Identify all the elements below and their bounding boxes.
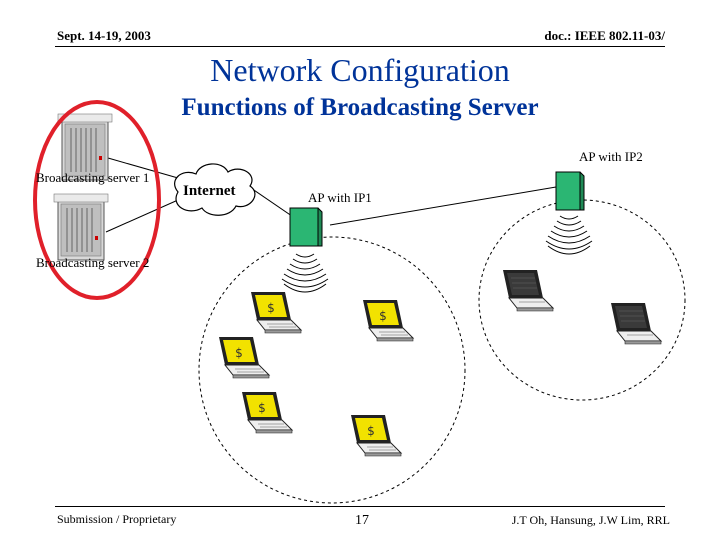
ap2-coverage-area (478, 199, 686, 401)
ap1-signal-waves (281, 253, 329, 293)
header-doc-id: doc.: IEEE 802.11-03/ (544, 28, 665, 43)
page-number: 17 (355, 513, 369, 528)
ap2-signal-waves (545, 215, 593, 255)
laptop-other-icon (610, 302, 662, 345)
ap2-link (329, 186, 557, 226)
server1-label: Broadcasting server 1 (36, 170, 150, 185)
ap1-label: AP with IP1 (308, 190, 372, 205)
internet-cloud-icon (174, 163, 256, 216)
footer-rule (55, 506, 665, 507)
laptop-client-icon (250, 291, 302, 334)
header-rule (55, 46, 665, 47)
laptop-other-icon (502, 269, 554, 312)
server2-link (105, 199, 179, 233)
ap2-access-point-icon (555, 171, 585, 211)
laptop-client-icon (241, 391, 293, 434)
ap1-access-point-icon (289, 207, 323, 247)
laptop-client-icon (350, 414, 402, 457)
header-date: Sept. 14-19, 2003 (57, 28, 151, 43)
footer-left: Submission / Proprietary (57, 512, 177, 526)
servers-highlight (33, 100, 161, 300)
laptop-client-icon (218, 336, 270, 379)
footer-right: J.T Oh, Hansung, J.W Lim, RRL (511, 513, 670, 527)
server2-label: Broadcasting server 2 (36, 255, 150, 270)
ap1-coverage-area (198, 236, 466, 504)
broadcasting-server-2-icon (53, 193, 109, 261)
internet-label: Internet (183, 183, 236, 199)
laptop-client-icon (362, 299, 414, 342)
slide-subtitle: Functions of Broadcasting Server (181, 94, 539, 121)
slide-title: Network Configuration (210, 52, 510, 88)
ap2-label: AP with IP2 (579, 149, 643, 164)
server1-link (107, 157, 179, 179)
